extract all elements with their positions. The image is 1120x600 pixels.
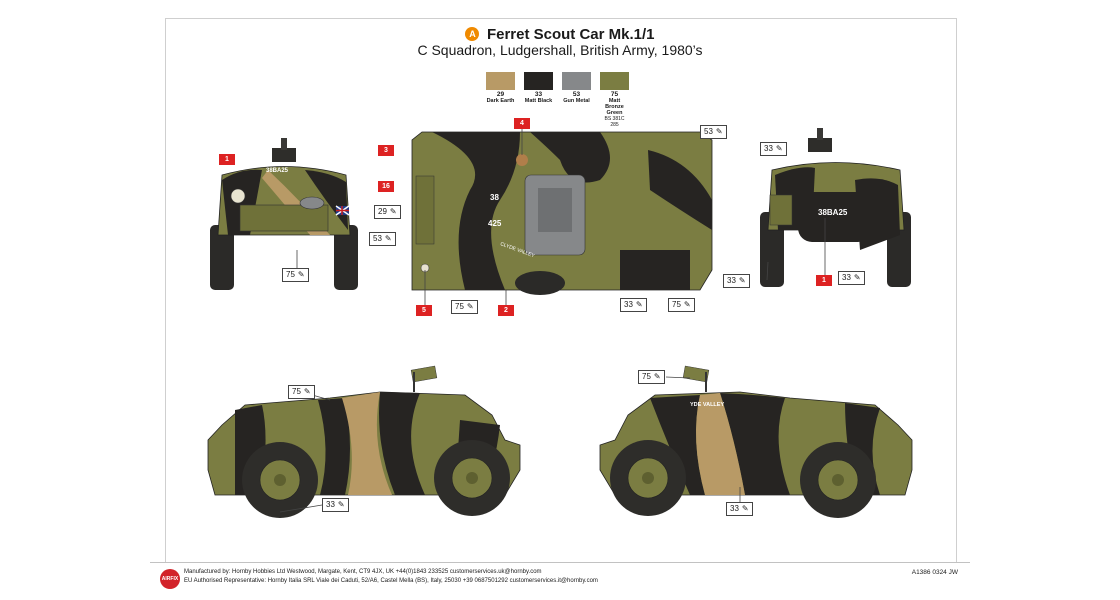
decal-tag: 1 [816,275,832,286]
callout-code: 75 [292,387,301,396]
brush-icon: ✎ [297,270,305,279]
paint-callout: 29✎ [374,205,401,219]
swatch-33: 33 Matt Black [524,72,553,128]
rear-view: 38BA25 [760,128,911,287]
brush-icon: ✎ [337,500,345,509]
callout-code: 33 [842,273,851,282]
paint-callout: 33✎ [838,271,865,285]
paint-callout: 33✎ [760,142,787,156]
swatch-code: 75 [610,91,619,98]
paint-callout: 75✎ [288,385,315,399]
header: A Ferret Scout Car Mk.1/1 [0,26,1120,44]
swatch-chip [524,72,553,90]
callout-code: 75 [455,302,464,311]
swatch-chip [486,72,515,90]
top-reg-a: 38 [490,193,499,202]
brush-icon: ✎ [775,144,783,153]
top-reg-b: 425 [488,219,502,228]
paint-callout: 75✎ [668,298,695,312]
decal-tag: 4 [514,118,530,129]
callout-code: 33 [730,504,739,513]
brush-icon: ✎ [384,234,392,243]
swatch-75: 75 Matt Bronze Green BS 381C 285 [600,72,629,128]
side-view-left [207,365,521,518]
footer-line-2: EU Authorised Representative: Hornby Ita… [184,578,598,584]
decal-tag: 5 [416,305,432,316]
side-view-right: YDE VALLEY [599,365,913,518]
brush-icon: ✎ [653,372,661,381]
brush-icon: ✎ [389,207,397,216]
brush-icon: ✎ [303,387,311,396]
footer: AIRFIX Manufactured by: Hornby Hobbies L… [150,562,970,591]
callout-code: 75 [642,372,651,381]
swatch-code: 29 [496,91,505,98]
footer-text: Manufactured by: Hornby Hobbies Ltd West… [184,568,598,586]
swatch-29: 29 Dark Earth [486,72,515,128]
brush-icon: ✎ [466,302,474,311]
callout-code: 33 [624,300,633,309]
brush-icon: ✎ [683,300,691,309]
product-code: A1386 0324 JW [911,569,958,576]
brush-icon: ✎ [715,127,723,136]
footer-line-1: Manufactured by: Hornby Hobbies Ltd West… [184,569,542,575]
callout-code: 75 [672,300,681,309]
scheme-badge: A [465,27,480,41]
decal-tag: 3 [378,145,394,156]
top-view: 38 425 CLYDE VALLEY [411,128,713,305]
paint-callout: 53✎ [700,125,727,139]
airfix-logo: AIRFIX [160,569,180,589]
paint-callout: 75✎ [451,300,478,314]
decal-tag: 1 [219,154,235,165]
paint-swatches: 29 Dark Earth 33 Matt Black 53 Gun Metal… [486,72,629,128]
swatch-extra: BS 381C 285 [604,116,625,128]
front-view: 38BA25 [210,138,358,290]
swatch-code: 33 [534,91,543,98]
decal-tag: 16 [378,181,394,192]
swatch-chip [562,72,591,90]
paint-callout: 33✎ [726,502,753,516]
page-subtitle: C Squadron, Ludgershall, British Army, 1… [417,42,703,58]
brush-icon: ✎ [741,504,749,513]
callout-code: 53 [373,234,382,243]
swatch-chip [600,72,629,90]
swatch-53: 53 Gun Metal [562,72,591,128]
brush-icon: ✎ [738,276,746,285]
callout-code: 53 [704,127,713,136]
callout-code: 75 [286,270,295,279]
paint-callout: 75✎ [282,268,309,282]
paint-callout: 33✎ [620,298,647,312]
paint-callout: 33✎ [322,498,349,512]
swatch-name: Matt Bronze Green [605,98,624,116]
swatch-name: Matt Black [524,98,553,104]
brush-icon: ✎ [635,300,643,309]
front-plate: 38BA25 [266,168,289,174]
page-title: Ferret Scout Car Mk.1/1 [486,26,655,43]
paint-callout: 33✎ [723,274,750,288]
decal-tag: 2 [498,305,514,316]
callout-code: 29 [378,207,387,216]
rear-plate: 38BA25 [818,208,848,217]
callout-code: 33 [727,276,736,285]
callout-code: 33 [326,500,335,509]
paint-callout: 75✎ [638,370,665,384]
callout-code: 33 [764,144,773,153]
side-name: YDE VALLEY [690,402,724,408]
swatch-name: Gun Metal [563,98,590,104]
swatch-code: 53 [572,91,581,98]
swatch-name: Dark Earth [486,98,515,104]
brush-icon: ✎ [853,273,861,282]
paint-callout: 53✎ [369,232,396,246]
